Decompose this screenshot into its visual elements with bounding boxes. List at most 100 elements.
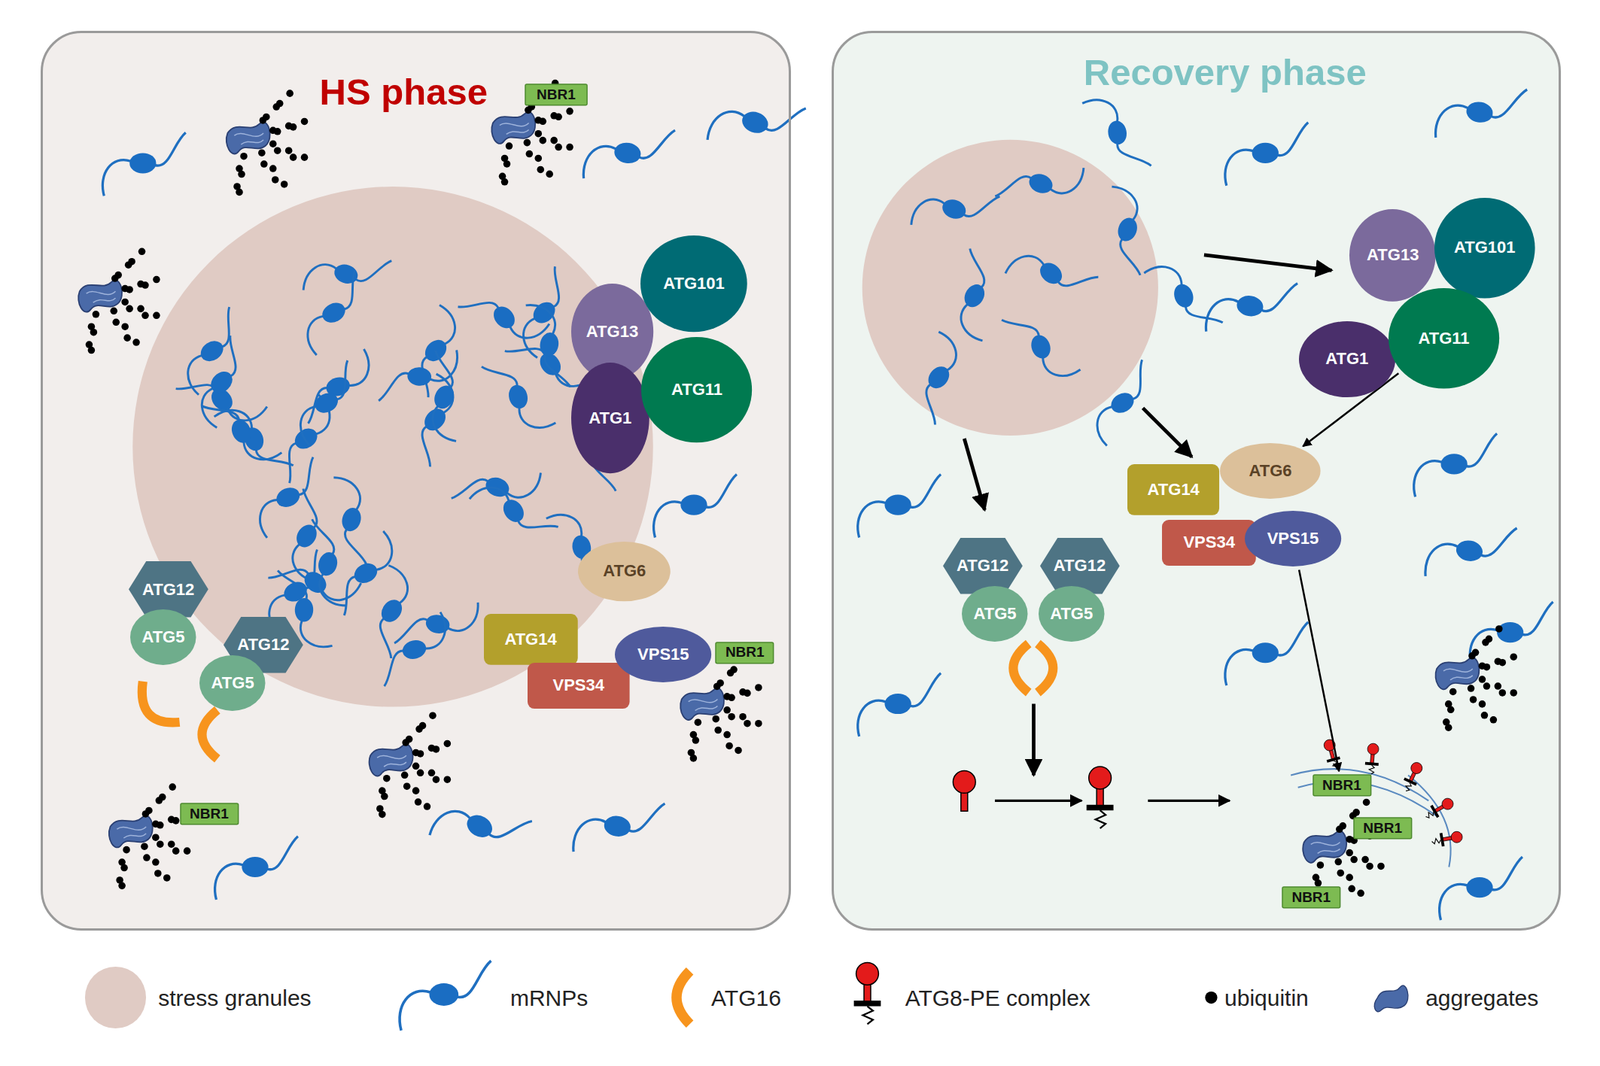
arrow bbox=[1204, 255, 1332, 271]
panel-title: HS phase bbox=[30, 72, 777, 113]
mrnp bbox=[1225, 122, 1308, 186]
mrnp bbox=[1001, 300, 1081, 390]
atg16 bbox=[1037, 644, 1053, 694]
legend-text: ubiquitin bbox=[1224, 985, 1309, 1011]
panel-ground bbox=[831, 30, 1561, 931]
protein-label: NBR1 bbox=[1291, 890, 1331, 907]
protein-shape: ATG12 bbox=[942, 538, 1023, 595]
protein-label: NBR1 bbox=[189, 806, 229, 823]
mrnp bbox=[1086, 185, 1166, 276]
mrnp bbox=[909, 170, 1000, 250]
arrow bbox=[964, 438, 985, 511]
mrnp bbox=[1225, 622, 1308, 686]
atg8-pe bbox=[1321, 738, 1343, 772]
protein-label: NBR1 bbox=[1362, 821, 1403, 837]
mrnp bbox=[404, 350, 487, 443]
protein-shape: ATG5 bbox=[129, 608, 197, 667]
membrane bbox=[1408, 775, 1451, 867]
protein-shape: VPS15 bbox=[614, 626, 712, 684]
atg8-pe bbox=[1364, 742, 1381, 775]
ubiquitin-sample bbox=[1204, 991, 1217, 1004]
protein-label: ATG12 bbox=[237, 635, 289, 654]
atg16 bbox=[142, 681, 180, 724]
atg16 bbox=[1012, 644, 1029, 694]
stress-granule bbox=[132, 186, 653, 707]
mrnp bbox=[1204, 268, 1298, 346]
receptor-tag: NBR1 bbox=[714, 641, 775, 665]
protein-shape: ATG5 bbox=[198, 654, 266, 712]
aggregate-sample bbox=[1374, 985, 1409, 1013]
protein-shape: VPS34 bbox=[527, 663, 630, 709]
mrnp bbox=[102, 132, 186, 196]
protein-label: ATG6 bbox=[1249, 462, 1293, 481]
legend-entry: ubiquitin bbox=[1224, 982, 1309, 1013]
mrnp bbox=[264, 489, 352, 583]
atg8-pe bbox=[1430, 830, 1464, 849]
legend-swatch bbox=[85, 967, 147, 1029]
aggregate bbox=[226, 89, 309, 196]
protein-shape: ATG11 bbox=[1387, 287, 1500, 390]
mrnp bbox=[857, 673, 941, 737]
protein-label: ATG6 bbox=[602, 562, 646, 581]
protein-label: VPS34 bbox=[553, 676, 606, 695]
phase-panel: HS phaseNBR1ATG13ATG101ATG1ATG11ATG12ATG… bbox=[40, 30, 791, 931]
receptor-tag: NBR1 bbox=[1312, 774, 1372, 797]
mrnp bbox=[1439, 857, 1523, 921]
legend-entry: ATG16 bbox=[711, 982, 782, 1013]
protein-label: ATG5 bbox=[141, 628, 185, 647]
phase-panel: Recovery phaseATG13ATG101ATG1ATG11ATG14A… bbox=[831, 30, 1561, 931]
protein-label: ATG12 bbox=[142, 580, 195, 600]
protein-label: ATG101 bbox=[663, 274, 725, 293]
mrnp bbox=[1082, 92, 1152, 177]
mrnp bbox=[345, 564, 436, 659]
protein-shape: VPS15 bbox=[1244, 510, 1342, 568]
arrow bbox=[1031, 704, 1036, 776]
protein-shape: ATG12 bbox=[1040, 538, 1120, 595]
panel-ground bbox=[40, 30, 791, 931]
mrnp bbox=[1143, 252, 1223, 342]
atg8 bbox=[952, 770, 976, 812]
arrow bbox=[1147, 800, 1229, 803]
receptor-tag: NBR1 bbox=[524, 83, 588, 107]
mrnp bbox=[932, 249, 1020, 343]
mrnp bbox=[1004, 228, 1099, 321]
mrnp bbox=[653, 474, 737, 538]
legend-entry: stress granules bbox=[158, 982, 311, 1013]
mrnp bbox=[481, 352, 557, 440]
protein-label: ATG14 bbox=[1147, 480, 1200, 499]
arrow bbox=[1143, 407, 1193, 457]
mrnp bbox=[1077, 359, 1172, 447]
protein-label: ATG5 bbox=[973, 605, 1016, 624]
mrnp bbox=[281, 360, 375, 447]
protein-shape: ATG5 bbox=[961, 585, 1029, 643]
legend-text: mRNPs bbox=[510, 985, 588, 1011]
atg8-pe bbox=[1422, 795, 1456, 823]
protein-shape: ATG12 bbox=[128, 561, 209, 618]
protein-label: ATG11 bbox=[1418, 329, 1470, 348]
protein-label: ATG1 bbox=[1325, 349, 1369, 369]
protein-label: ATG12 bbox=[1053, 556, 1106, 575]
protein-label: ATG14 bbox=[504, 630, 557, 649]
mrnp bbox=[399, 961, 491, 1031]
atg16 bbox=[201, 710, 217, 760]
protein-shape: VPS34 bbox=[1161, 520, 1257, 566]
aggregate bbox=[1435, 625, 1518, 732]
mrnp bbox=[1423, 514, 1517, 591]
mrnp bbox=[571, 789, 665, 867]
arrow bbox=[994, 800, 1082, 803]
atg8-pe bbox=[854, 962, 882, 1025]
protein-label: VPS15 bbox=[637, 645, 690, 664]
mrnp bbox=[387, 304, 481, 398]
protein-shape: ATG11 bbox=[640, 336, 753, 444]
panel-title: Recovery phase bbox=[862, 52, 1588, 94]
mrnp bbox=[288, 270, 382, 356]
protein-shape: ATG6 bbox=[1219, 442, 1322, 500]
legend-entry: aggregates bbox=[1425, 982, 1539, 1013]
mrnp bbox=[705, 79, 806, 168]
protein-shape: ATG14 bbox=[1127, 464, 1220, 516]
arrow-connector bbox=[1298, 570, 1339, 773]
receptor-tag: NBR1 bbox=[1281, 886, 1342, 910]
